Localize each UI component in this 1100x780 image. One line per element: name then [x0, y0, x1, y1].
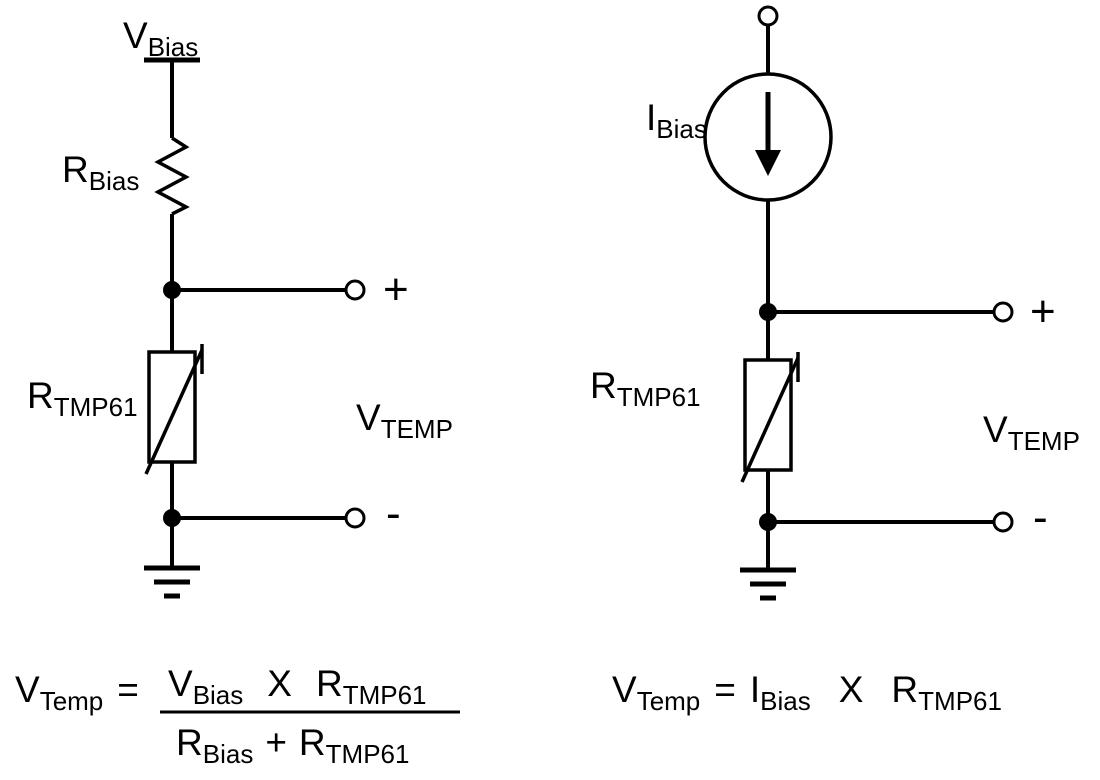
junction-dot-minus [163, 509, 181, 527]
plus-sign: + [1030, 287, 1056, 336]
vbias-label: VBias [123, 15, 198, 62]
terminal-top [757, 5, 779, 27]
thermistor-diagonal [740, 357, 800, 483]
right-circuit-lines [703, 5, 1014, 601]
vtemp-label: VTEMP [356, 397, 453, 444]
resistor-symbol [154, 136, 190, 216]
terminal-negative [344, 507, 366, 529]
junction-dot-minus [759, 513, 777, 531]
terminal-positive [344, 279, 366, 301]
junction-dot-plus [163, 281, 181, 299]
minus-sign: - [386, 489, 401, 538]
thermistor-body [147, 350, 197, 464]
junction-dot-plus [759, 303, 777, 321]
minus-sign: - [1033, 493, 1048, 542]
plus-sign: + [383, 265, 409, 314]
left-formula-lhs: VTemp= [15, 669, 139, 716]
rtmp61-label: RTMP61 [27, 375, 138, 422]
ground-symbol [144, 565, 200, 599]
vtemp-label: VTEMP [983, 409, 1080, 456]
left-circuit-lines [144, 57, 366, 599]
left-formula-denominator: RBias+RTMP61 [176, 722, 409, 769]
circuit-labels: VBias RBias RTMP61 + VTEMP - IBias RTMP6… [15, 15, 1080, 769]
current-arrow-head [755, 150, 781, 176]
current-source-symbol [703, 72, 833, 202]
ground-symbol [740, 567, 796, 601]
ibias-label: IBias [646, 97, 707, 144]
rtmp61-label: RTMP61 [590, 365, 701, 412]
thermistor-body [743, 358, 793, 472]
thermistor-diagonal [144, 349, 204, 475]
terminal-negative [992, 511, 1014, 533]
junction-dots [163, 281, 181, 527]
rbias-label: RBias [62, 149, 139, 196]
junction-dots [759, 303, 777, 531]
circuit-lines [144, 5, 1014, 601]
terminal-positive [992, 301, 1014, 323]
